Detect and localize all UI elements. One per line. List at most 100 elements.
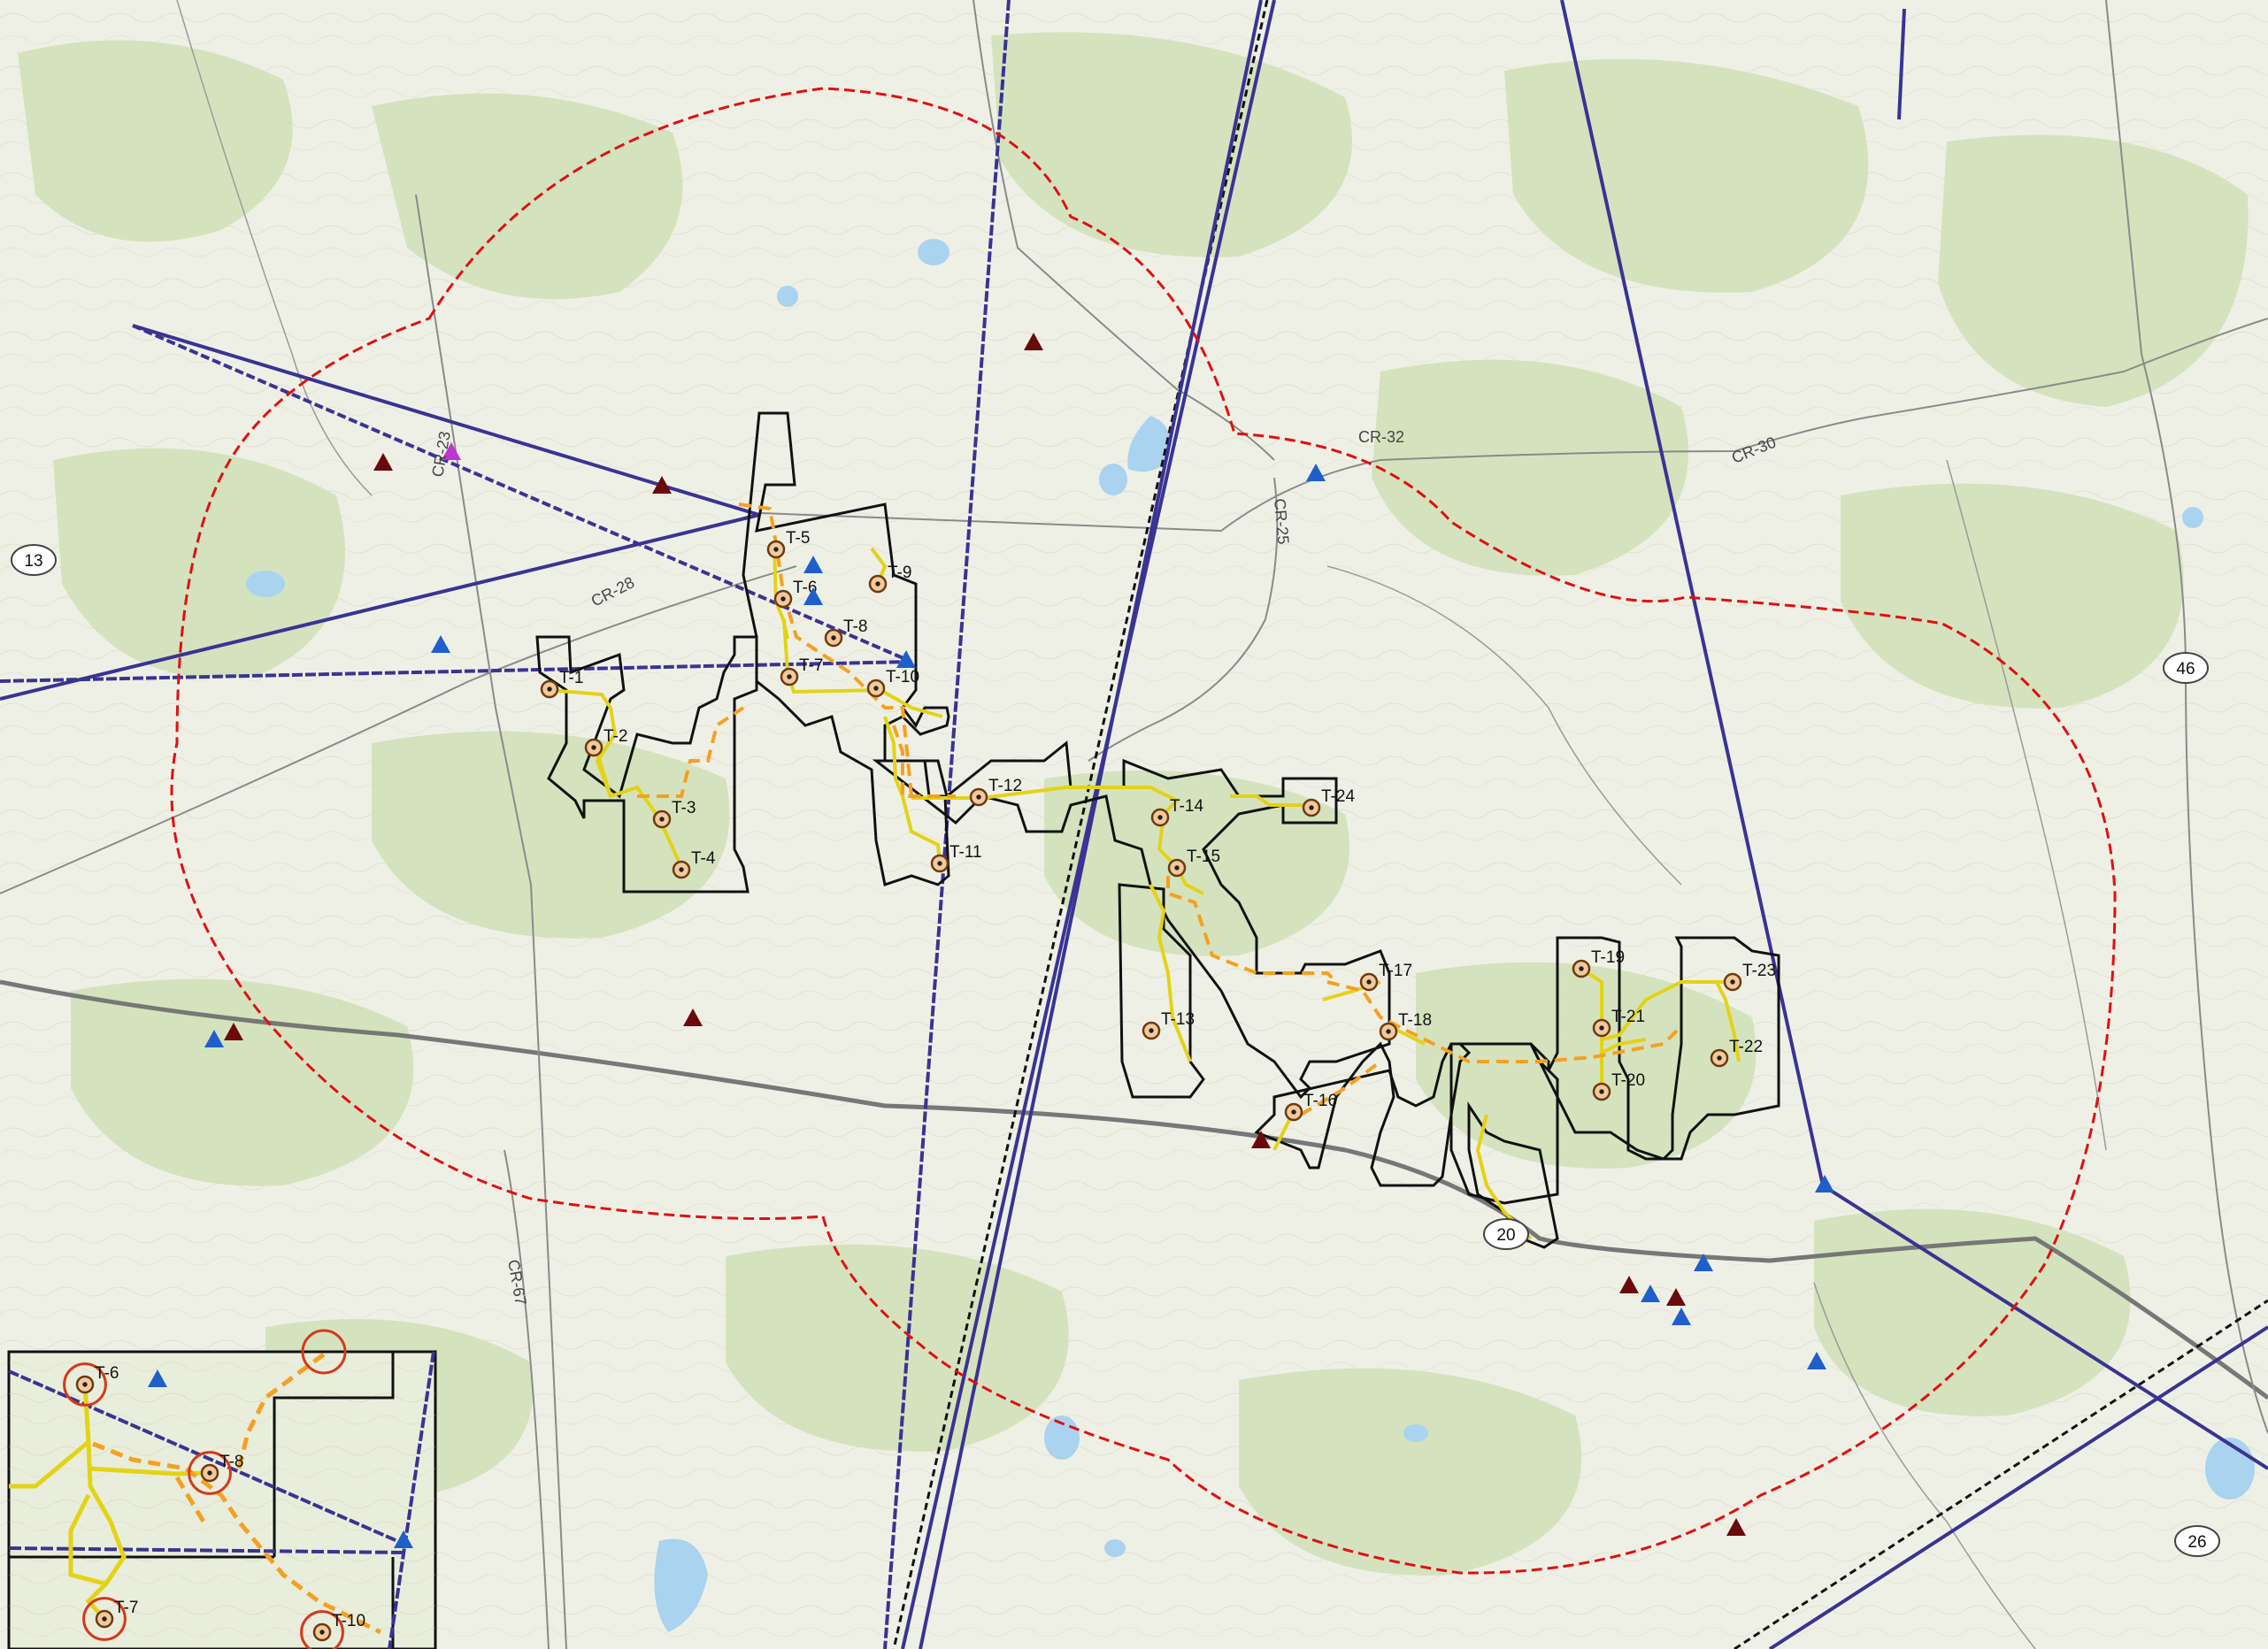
turbine-t-16[interactable]: T-16 (1284, 1092, 1337, 1122)
turbine-label: T-4 (691, 849, 716, 868)
turbine-center-dot (1730, 979, 1735, 985)
road-label-cr-25: CR-25 (1271, 498, 1292, 546)
turbine-label: T-22 (1729, 1038, 1763, 1056)
parcel-south (1254, 1041, 1472, 1187)
turbine-center-dot (1599, 1089, 1604, 1094)
transmission-ns-3 (919, 0, 1263, 1649)
turbine-t-20[interactable]: T-20 (1592, 1071, 1645, 1101)
forest-areas (18, 32, 2249, 1576)
communication-tower-icon[interactable] (1251, 1131, 1271, 1148)
collection-line-west (637, 706, 745, 798)
turbine-center-dot (82, 1382, 88, 1387)
residence-icon[interactable] (1694, 1254, 1713, 1271)
access-road-w1 (548, 688, 683, 868)
turbine-label: T-11 (949, 843, 982, 862)
turbine-t-12[interactable]: T-12 (969, 777, 1022, 807)
turbine-t-9[interactable]: T-9 (868, 564, 911, 594)
residence-icon[interactable] (204, 1030, 224, 1047)
turbine-t-11[interactable]: T-11 (930, 843, 982, 873)
turbine-center-dot (1366, 979, 1372, 985)
turbine-t-23[interactable]: T-23 (1723, 962, 1776, 992)
access-road-w2 (594, 747, 612, 797)
inset-turbine-t-7[interactable]: T-7 (82, 1597, 139, 1641)
residence-icon[interactable] (1672, 1308, 1691, 1325)
airport-icon[interactable] (442, 442, 461, 460)
turbine-label: T-8 (843, 617, 867, 636)
turbine-t-13[interactable]: T-13 (1142, 1010, 1195, 1040)
communication-tower-icon[interactable] (373, 453, 393, 471)
turbine-center-dot (679, 867, 684, 872)
residence-icon[interactable] (431, 635, 450, 653)
turbine-t-15[interactable]: T-15 (1167, 848, 1220, 878)
turbine-t-21[interactable]: T-21 (1592, 1008, 1645, 1038)
turbine-t-10[interactable]: T-10 (866, 668, 919, 698)
inset-turbine-t-6[interactable]: T-6 (63, 1362, 119, 1407)
turbine-label: T-24 (1321, 787, 1355, 806)
inset-turbine-t-8[interactable]: T-8 (188, 1451, 244, 1495)
inset-turbine-t-10[interactable]: T-10 (300, 1610, 365, 1649)
communication-tower-icon[interactable] (652, 476, 672, 494)
route-shield-13-label: 13 (24, 552, 42, 571)
turbine-t-2[interactable]: T-2 (584, 727, 627, 757)
turbine-center-dot (875, 581, 880, 587)
turbine-center-dot (937, 861, 942, 866)
residence-icon[interactable] (803, 556, 823, 573)
turbine-t-22[interactable]: T-22 (1710, 1038, 1763, 1068)
turbine-setback-ring (63, 1362, 107, 1407)
communication-tower-icon[interactable] (683, 1009, 703, 1026)
communication-tower-icon[interactable] (224, 1023, 243, 1040)
project-parcels (535, 411, 1780, 1249)
turbine-center-dot (831, 635, 836, 640)
turbine-center-dot (591, 745, 596, 750)
turbine-t-18[interactable]: T-18 (1379, 1011, 1432, 1041)
turbine-center-dot (1579, 966, 1584, 971)
inset-turbine-layer: T-6T-8T-7 T-10 (63, 1362, 365, 1649)
turbine-t-24[interactable]: T-24 (1302, 787, 1355, 817)
access-road-e3 (1600, 1038, 1647, 1056)
residence-icon[interactable] (803, 587, 823, 605)
communication-tower-icon[interactable] (1666, 1288, 1686, 1306)
turbine-t-3[interactable]: T-3 (652, 799, 696, 829)
road-label-cr-32: CR-32 (1358, 428, 1404, 446)
residence-icon[interactable] (1815, 1175, 1834, 1193)
collection-line-center (1166, 876, 1338, 984)
communication-tower-icon[interactable] (1024, 333, 1043, 350)
turbine-label: T-16 (1303, 1092, 1337, 1110)
turbine-t-8[interactable]: T-8 (824, 617, 867, 648)
turbine-center-dot (787, 674, 792, 679)
transmission-ne-stub (1897, 8, 1906, 120)
turbine-label: T-2 (604, 727, 627, 746)
residence-icon[interactable] (1807, 1352, 1826, 1369)
transmission-se (1821, 1184, 2268, 1470)
communication-tower-icon[interactable] (1619, 1276, 1639, 1293)
turbine-t-5[interactable]: T-5 (766, 529, 810, 559)
turbine-center-dot (1157, 815, 1163, 820)
transmission-west (0, 513, 760, 701)
residence-icon[interactable] (1641, 1285, 1660, 1302)
residence-icon[interactable] (896, 650, 916, 668)
road-cr-23 (415, 194, 567, 1649)
turbine-label: T-14 (1170, 797, 1203, 816)
turbine-t-1[interactable]: T-1 (540, 669, 583, 699)
road-misc-3 (176, 0, 373, 496)
turbine-center-dot (1717, 1055, 1722, 1061)
turbine-label: T-9 (888, 564, 911, 582)
turbine-t-17[interactable]: T-17 (1359, 962, 1412, 992)
turbine-t-19[interactable]: T-19 (1572, 948, 1625, 978)
project-buffer-boundary (170, 87, 2117, 1575)
communication-tower-icon[interactable] (1726, 1518, 1746, 1536)
inset-residence-icon[interactable] (148, 1369, 167, 1387)
inset-map[interactable]: T-6T-8T-7 T-10 (7, 1329, 437, 1649)
turbine-t-4[interactable]: T-4 (672, 849, 716, 879)
transmission-nw-long (132, 324, 760, 517)
inset-residence-icon[interactable] (394, 1530, 413, 1548)
state-route-20 (0, 979, 2268, 1400)
residence-icon[interactable] (1306, 464, 1326, 481)
turbine-t-7[interactable]: T-7 (780, 656, 823, 686)
parcel-center (872, 740, 1391, 1100)
transmission-se-2 (1768, 1325, 2268, 1649)
turbine-t-14[interactable]: T-14 (1150, 797, 1203, 827)
